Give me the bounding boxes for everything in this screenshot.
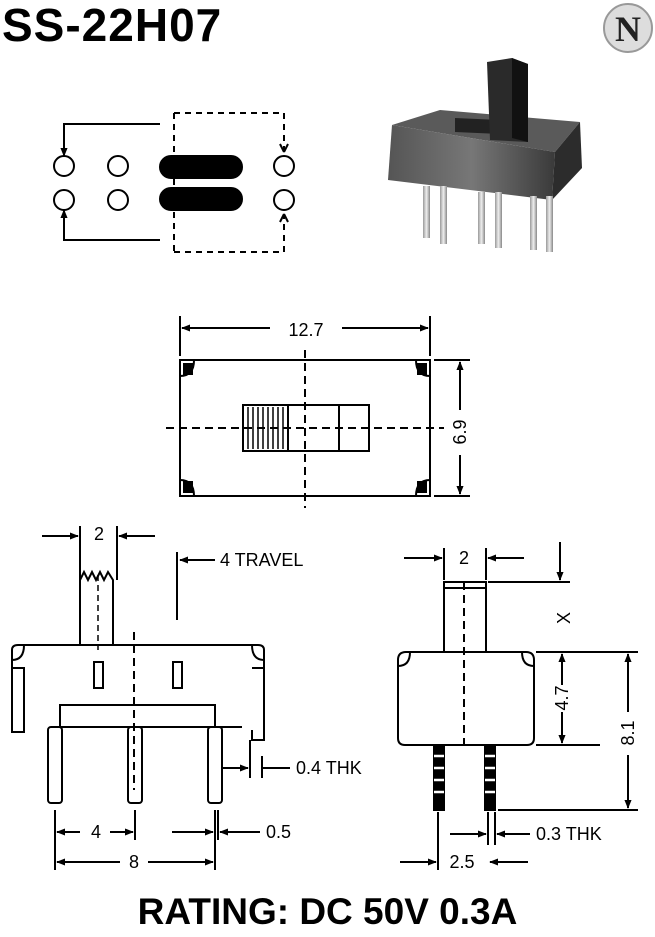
side-view-drawing	[11, 526, 290, 870]
body-height-label: 4.7	[552, 685, 572, 710]
pin-pitch-label: 4	[91, 822, 101, 842]
top-width-label: 12.7	[288, 320, 323, 340]
actuator-extension-label: X	[554, 612, 574, 624]
brand-logo: N	[603, 3, 653, 53]
rating-text: RATING: DC 50V 0.3A	[137, 891, 518, 932]
top-view-drawing	[166, 316, 470, 508]
top-height-label: 6.9	[450, 419, 470, 444]
side-actuator-width-label: 2	[94, 524, 104, 544]
end-pin-thickness-label: 0.3 THK	[536, 824, 602, 844]
end-actuator-width-label: 2	[459, 548, 469, 568]
pin-offset-label: 2.5	[449, 852, 474, 872]
switch-product-photo	[388, 58, 582, 252]
logo-letter: N	[615, 9, 641, 49]
pin-span-label: 8	[129, 852, 139, 872]
total-height-label: 8.1	[618, 720, 638, 745]
part-number-title: SS-22H07	[2, 0, 223, 51]
pin-schematic	[53, 112, 295, 253]
travel-label: 4 TRAVEL	[220, 550, 303, 570]
pin-thickness-label: 0.4 THK	[296, 758, 362, 778]
pin-width-label: 0.5	[266, 822, 291, 842]
end-view-drawing	[397, 542, 638, 870]
